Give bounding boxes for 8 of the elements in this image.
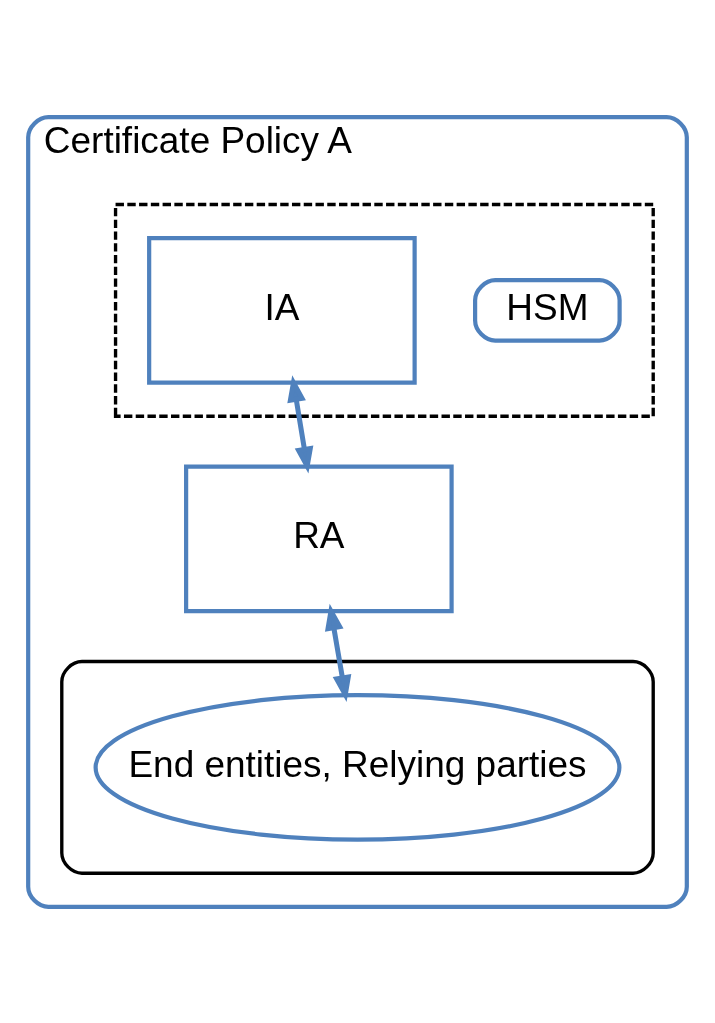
node-box: HSM <box>473 277 622 343</box>
arrow <box>324 603 352 702</box>
node-box: RA <box>184 464 454 613</box>
node-box: IA <box>147 235 417 385</box>
arrow <box>287 374 314 474</box>
node-ellipse: End entities, Relying parties <box>93 692 622 842</box>
cluster <box>113 202 655 418</box>
cluster <box>60 659 655 875</box>
